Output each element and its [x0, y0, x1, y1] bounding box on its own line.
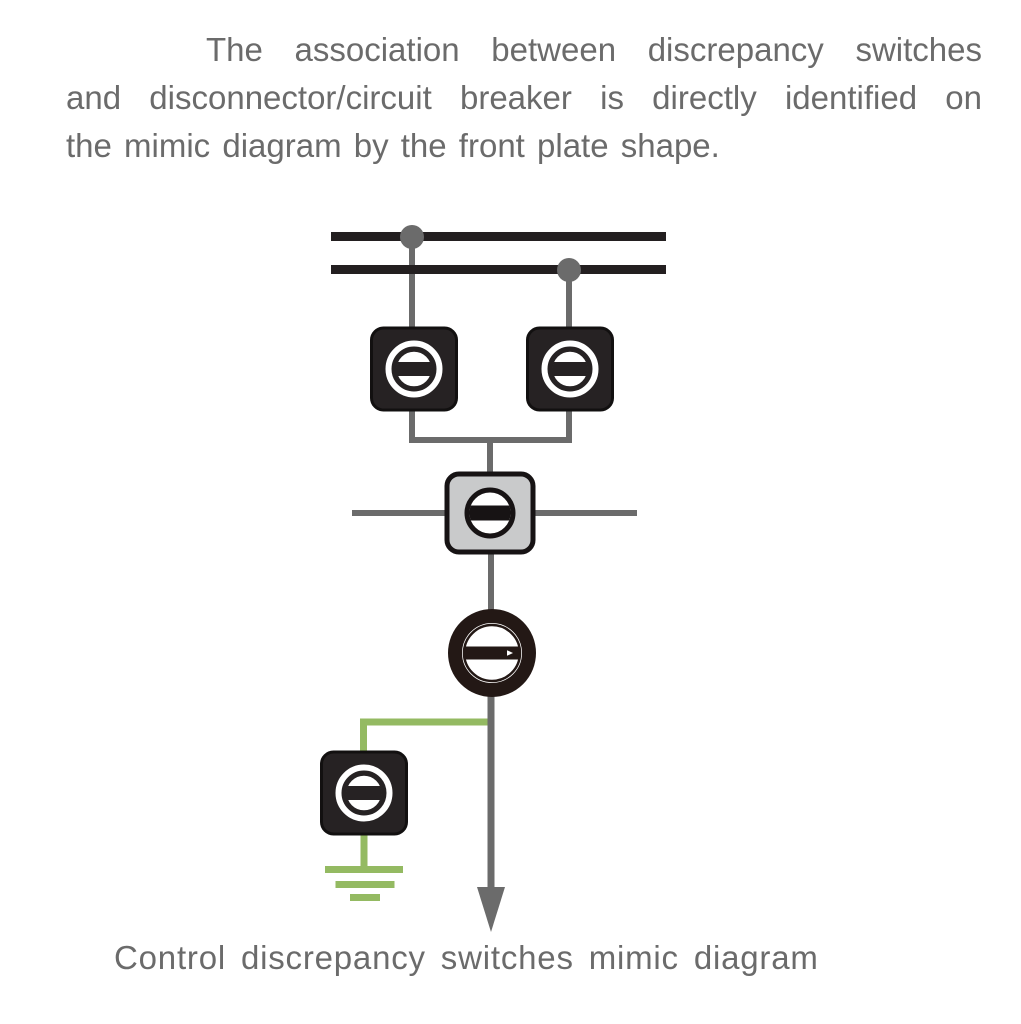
paragraph-line: The association between discrepancy swit…: [206, 31, 982, 68]
busbar-top: [331, 232, 666, 241]
disconnector-switch-right-icon: [528, 328, 613, 410]
paragraph-line: the mimic diagram by the front plate sha…: [66, 127, 720, 164]
coupler-switch-icon: [444, 471, 536, 555]
earthing-switch-icon: [322, 752, 407, 834]
busbar-junction-dot-right: [557, 258, 581, 282]
feeder-arrow-icon: [477, 887, 505, 932]
busbar-junction-dot-left: [400, 225, 424, 249]
earth-connection-line: [360, 718, 491, 753]
intro-paragraph: The association between discrepancy swit…: [66, 26, 982, 170]
earth-ground-symbol: [325, 866, 403, 901]
circuit-breaker-switch-icon: [448, 609, 536, 697]
busbar-bottom: [331, 265, 666, 274]
disconnector-switch-left-icon: [372, 328, 457, 410]
paragraph-line: and disconnector/circuit breaker is dire…: [66, 79, 982, 116]
figure-caption: Control discrepancy switches mimic diagr…: [114, 939, 819, 976]
